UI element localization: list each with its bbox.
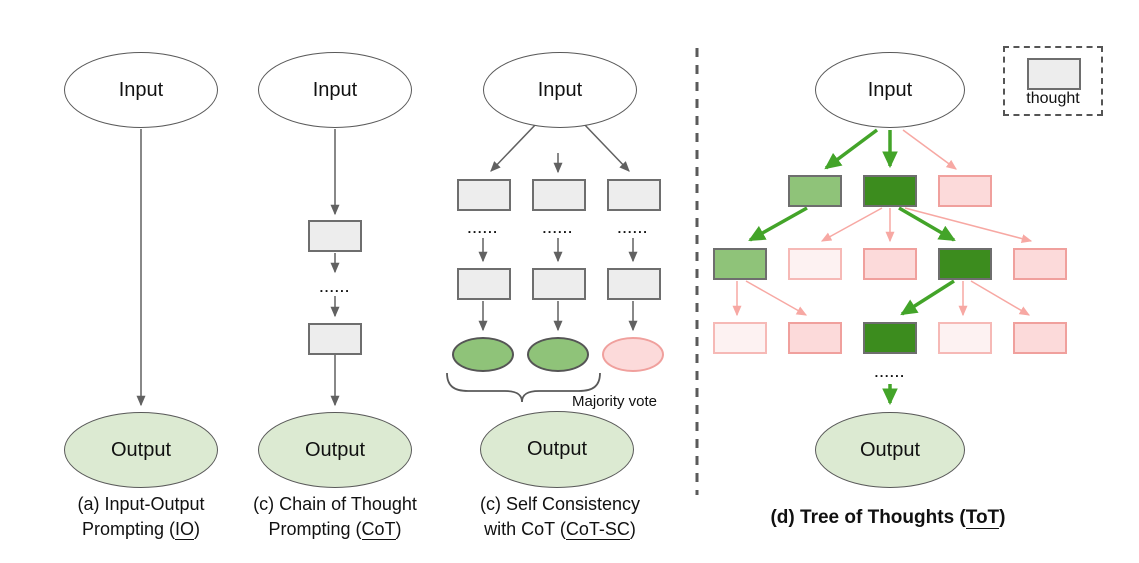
ellipsis-dots: ...... <box>542 221 574 236</box>
thought-node <box>788 175 842 207</box>
thought-node <box>457 268 511 300</box>
io-output-ellipse: Output <box>64 412 218 488</box>
tot-caption: (d) Tree of Thoughts (ToT) <box>770 507 1006 529</box>
thought-node <box>863 175 917 207</box>
cotsc-caption-line2: with CoT (CoT-SC) <box>484 519 636 540</box>
cot-caption: (c) Chain of Thought Prompting (CoT) <box>225 492 445 542</box>
thought-node <box>863 248 917 280</box>
cotsc-arrows <box>446 122 638 403</box>
tot-abbr: ToT <box>965 507 1000 529</box>
thought-node <box>788 322 842 354</box>
result-ellipse <box>602 337 664 372</box>
io-output-label: Output <box>110 438 172 461</box>
thought-node <box>938 175 992 207</box>
thought-node <box>607 268 661 300</box>
thought-node <box>713 248 767 280</box>
ellipsis-dots: ...... <box>319 280 351 295</box>
ellipsis-dots: ...... <box>617 221 649 236</box>
cotsc-input-ellipse: Input <box>483 52 637 128</box>
cot-output-label: Output <box>304 438 366 461</box>
thought-node <box>1013 248 1067 280</box>
result-ellipse <box>452 337 514 372</box>
io-caption-line2: Prompting (IO) <box>81 519 201 540</box>
tot-input-ellipse: Input <box>815 52 965 128</box>
cot-input-label: Input <box>312 78 358 101</box>
thought-node <box>713 322 767 354</box>
io-input-label: Input <box>118 78 164 101</box>
cot-caption-line1: (c) Chain of Thought <box>253 494 417 514</box>
ellipsis-dots: ...... <box>874 365 906 380</box>
thought-node <box>532 268 586 300</box>
legend-thought-node <box>1027 58 1081 90</box>
thought-legend: thought <box>1003 46 1103 116</box>
result-ellipse <box>527 337 589 372</box>
io-caption-line1: (a) Input-Output <box>77 494 205 514</box>
cotsc-output-ellipse: Output <box>480 411 634 488</box>
thought-node <box>607 179 661 211</box>
cot-abbr: CoT <box>361 519 396 540</box>
cotsc-abbr: CoT-SC <box>565 519 630 540</box>
tot-output-label: Output <box>859 438 921 461</box>
io-input-ellipse: Input <box>64 52 218 128</box>
cotsc-output-label: Output <box>526 438 588 460</box>
thought-node <box>788 248 842 280</box>
io-abbr: IO <box>175 519 195 540</box>
thought-node <box>863 322 917 354</box>
cot-caption-line2: Prompting (CoT) <box>268 519 402 540</box>
io-caption: (a) Input-Output Prompting (IO) <box>41 492 241 542</box>
tot-output-ellipse: Output <box>815 412 965 488</box>
thought-node <box>308 220 362 252</box>
majority-vote-label: Majority vote <box>572 393 658 410</box>
cot-output-ellipse: Output <box>258 412 412 488</box>
thought-node <box>532 179 586 211</box>
cotsc-caption: (c) Self Consistency with CoT (CoT-SC) <box>450 492 670 542</box>
thought-node <box>938 248 992 280</box>
cot-input-ellipse: Input <box>258 52 412 128</box>
cotsc-input-label: Input <box>537 78 583 101</box>
ellipsis-dots: ...... <box>467 221 499 236</box>
legend-thought-label: thought <box>1026 90 1080 107</box>
cotsc-caption-line1: (c) Self Consistency <box>479 494 641 514</box>
thought-node <box>938 322 992 354</box>
tot-input-label: Input <box>867 78 913 101</box>
tot-arrows <box>732 128 1033 406</box>
thought-node <box>308 323 362 355</box>
thought-node <box>1013 322 1067 354</box>
majority-vote-brace <box>446 372 601 403</box>
thought-node <box>457 179 511 211</box>
